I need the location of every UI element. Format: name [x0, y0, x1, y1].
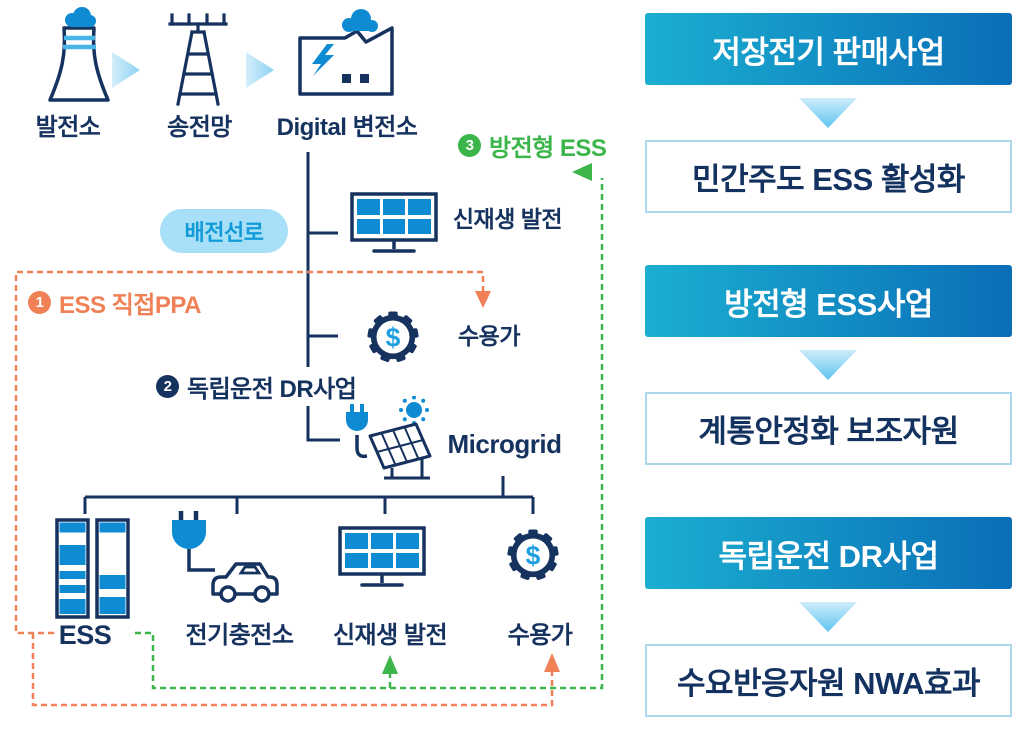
bottom-renewable-panel-icon [338, 526, 426, 587]
flow-down-arrow-3-icon [799, 602, 857, 632]
power-plant-label: 발전소 [35, 114, 101, 141]
annotation-islanded-dr: 2 독립운전 DR사업 [156, 367, 363, 406]
badge-1: 1 [28, 291, 51, 314]
grid-diagram: 발전소 송전망 Digital 변전소 3 방전형 ESS 배전선로 신재생 발… [14, 7, 607, 707]
upper-renewable-label: 신재생 발전 [452, 206, 563, 232]
flow-source-box-1: 저장전기 판매사업 [645, 13, 1012, 85]
badge-2: 2 [156, 375, 179, 398]
green-up-arrowhead [382, 655, 398, 674]
annotation-ess-ppa: 1 ESS 직접PPA [28, 285, 201, 320]
upper-consumer-gear-icon: $ [367, 311, 419, 363]
flow-down-arrow-1-icon [799, 98, 857, 128]
ev-charging-icon [172, 511, 279, 603]
distribution-line-pill: 배전선로 [160, 209, 288, 253]
bottom-renewable-label: 신재생 발전 [332, 622, 448, 649]
upper-consumer-label: 수용가 [458, 323, 520, 349]
main-feeder-line [306, 152, 340, 442]
power-plant-icon [48, 7, 110, 102]
transmission-tower-icon [168, 13, 228, 106]
flow-source-box-2: 방전형 ESS사업 [645, 265, 1012, 337]
business-flow-panel: 저장전기 판매사업 민간주도 ESS 활성화 방전형 ESS사업 계통안정화 보… [645, 0, 1012, 731]
ess-battery-icon [55, 518, 130, 619]
dollar-sign: $ [526, 540, 541, 570]
annotation-ess-ppa-label: ESS 직접PPA [59, 292, 201, 319]
microgrid-label: Microgrid [447, 429, 562, 459]
flow-result-box-2: 계통안정화 보조자원 [645, 392, 1012, 465]
digital-substation-icon [298, 9, 394, 96]
dollar-sign: $ [386, 322, 401, 352]
orange-ppa-arrowhead [475, 291, 491, 308]
microgrid-icon [346, 396, 432, 480]
green-left-arrowhead [572, 163, 592, 181]
annotation-discharge-ess-label: 방전형 ESS [489, 135, 607, 162]
orange-ppa-path [14, 270, 485, 635]
flow-result-box-1: 민간주도 ESS 활성화 [645, 140, 1012, 213]
substation-label: Digital 변전소 [276, 114, 418, 141]
flow-result-box-3: 수요반응자원 NWA효과 [645, 644, 1012, 717]
ess-label: ESS [58, 620, 112, 650]
bottom-consumer-gear-icon: $ [507, 529, 559, 581]
green-ess-path [135, 178, 604, 690]
orange-bottom-arrowhead [544, 653, 560, 672]
flow-down-arrow-2-icon [799, 350, 857, 380]
ev-charging-label: 전기충전소 [185, 622, 294, 649]
renewable-panel-icon [350, 192, 438, 253]
flow-source-box-3: 독립운전 DR사업 [645, 517, 1012, 589]
connector-lines-layer [14, 152, 604, 707]
orange-bottom-path [31, 633, 554, 707]
annotation-islanded-dr-label: 독립운전 DR사업 [187, 376, 357, 403]
annotation-discharge-ess: 3 방전형 ESS [458, 128, 607, 163]
badge-3: 3 [458, 134, 481, 157]
transmission-label: 송전망 [167, 114, 232, 141]
bottom-consumer-label: 수용가 [507, 622, 573, 649]
